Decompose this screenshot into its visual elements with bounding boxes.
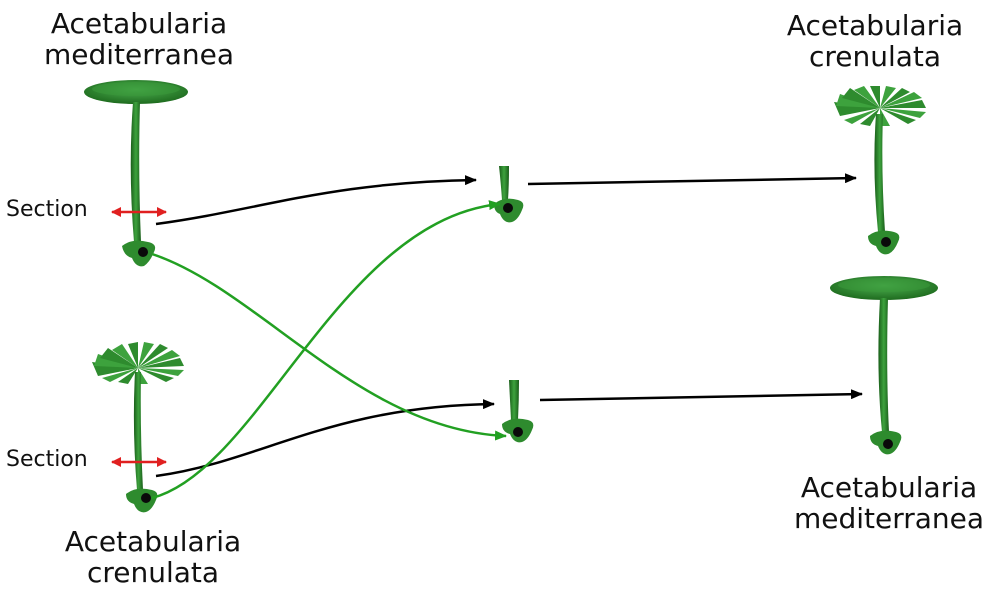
nucleus-icon xyxy=(883,439,893,449)
label-top-left: Acetabularia mediterranea xyxy=(34,8,244,71)
nucleus-icon xyxy=(503,203,513,213)
stalk-segment-icon xyxy=(509,380,519,420)
label-top-left-line2: mediterranea xyxy=(43,38,235,72)
nucleus-icon xyxy=(881,237,891,247)
arrow-stalk-bottom-to-graft xyxy=(155,399,495,478)
plant-top-left-mediterranea xyxy=(84,80,188,267)
stalk-icon xyxy=(874,114,885,232)
nucleus-icon xyxy=(141,493,151,503)
label-top-left-line1: Acetabularia xyxy=(50,7,228,40)
arrow-graft-top-to-result xyxy=(527,173,857,186)
rhizoid-icon xyxy=(126,488,158,513)
plant-top-right-crenulata xyxy=(834,86,926,255)
arrow-rhizoid-bottom-to-top-graft xyxy=(151,200,501,500)
label-bottom-right-line1: Acetabularia xyxy=(800,471,978,504)
nucleus-icon xyxy=(138,247,148,257)
label-bottom-left: Acetabularia crenulata xyxy=(48,526,258,589)
label-section-bottom: Section xyxy=(6,447,88,472)
lobed-cap-icon xyxy=(834,86,926,126)
plant-bottom-left-crenulata xyxy=(92,342,184,513)
stalk-icon xyxy=(878,298,889,432)
stalk-icon xyxy=(130,102,141,242)
label-top-right-line2: crenulata xyxy=(808,40,942,74)
label-top-right-line1: Acetabularia xyxy=(786,9,964,42)
graft-bottom-middle xyxy=(502,380,534,443)
label-bottom-left-line2: crenulata xyxy=(86,556,220,590)
label-top-right: Acetabularia crenulata xyxy=(770,10,980,73)
plant-bottom-right-mediterranea xyxy=(830,276,938,455)
stalk-icon xyxy=(133,372,143,490)
graft-top-middle xyxy=(494,166,524,223)
arrow-rhizoid-top-to-bottom-graft xyxy=(151,252,507,441)
label-bottom-right: Acetabularia mediterranea xyxy=(784,472,994,535)
arrow-graft-bottom-to-result xyxy=(539,389,863,402)
label-bottom-left-line1: Acetabularia xyxy=(64,525,242,558)
label-bottom-right-line2: mediterranea xyxy=(793,502,985,536)
label-section-top: Section xyxy=(6,197,88,222)
nucleus-icon xyxy=(513,427,523,437)
arrow-stalk-top-to-graft xyxy=(155,175,477,226)
stalk-segment-icon xyxy=(499,166,509,200)
